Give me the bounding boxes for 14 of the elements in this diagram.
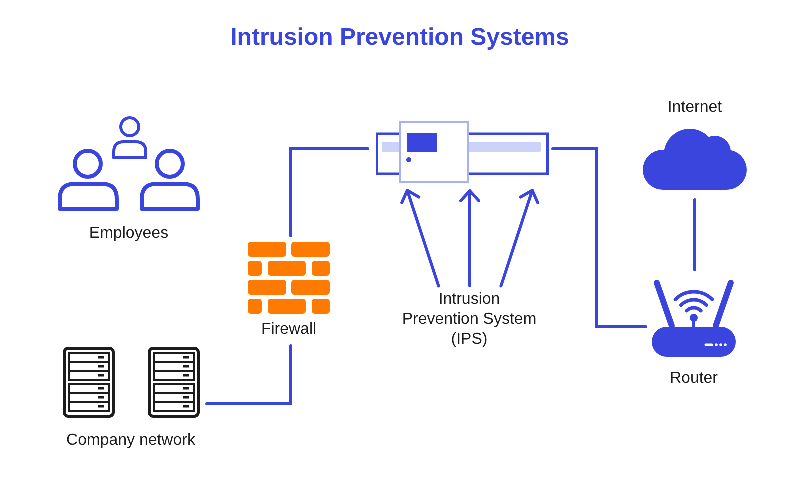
diagram-title: Intrusion Prevention Systems (230, 23, 570, 53)
connector-line (206, 344, 292, 406)
node-label: Company network (66, 431, 196, 451)
arrow (460, 190, 480, 288)
connector-line (694, 198, 696, 272)
node-label: Firewall (261, 320, 317, 340)
connector-line (290, 148, 370, 238)
arrow (400, 189, 440, 288)
node-label: Intrusion Prevention System (IPS) (401, 290, 538, 350)
node-label: Internet (668, 98, 722, 118)
arrow (500, 189, 540, 288)
node-label: Employees (89, 224, 169, 244)
node-label: Router (670, 369, 718, 389)
connector-line (552, 148, 648, 328)
